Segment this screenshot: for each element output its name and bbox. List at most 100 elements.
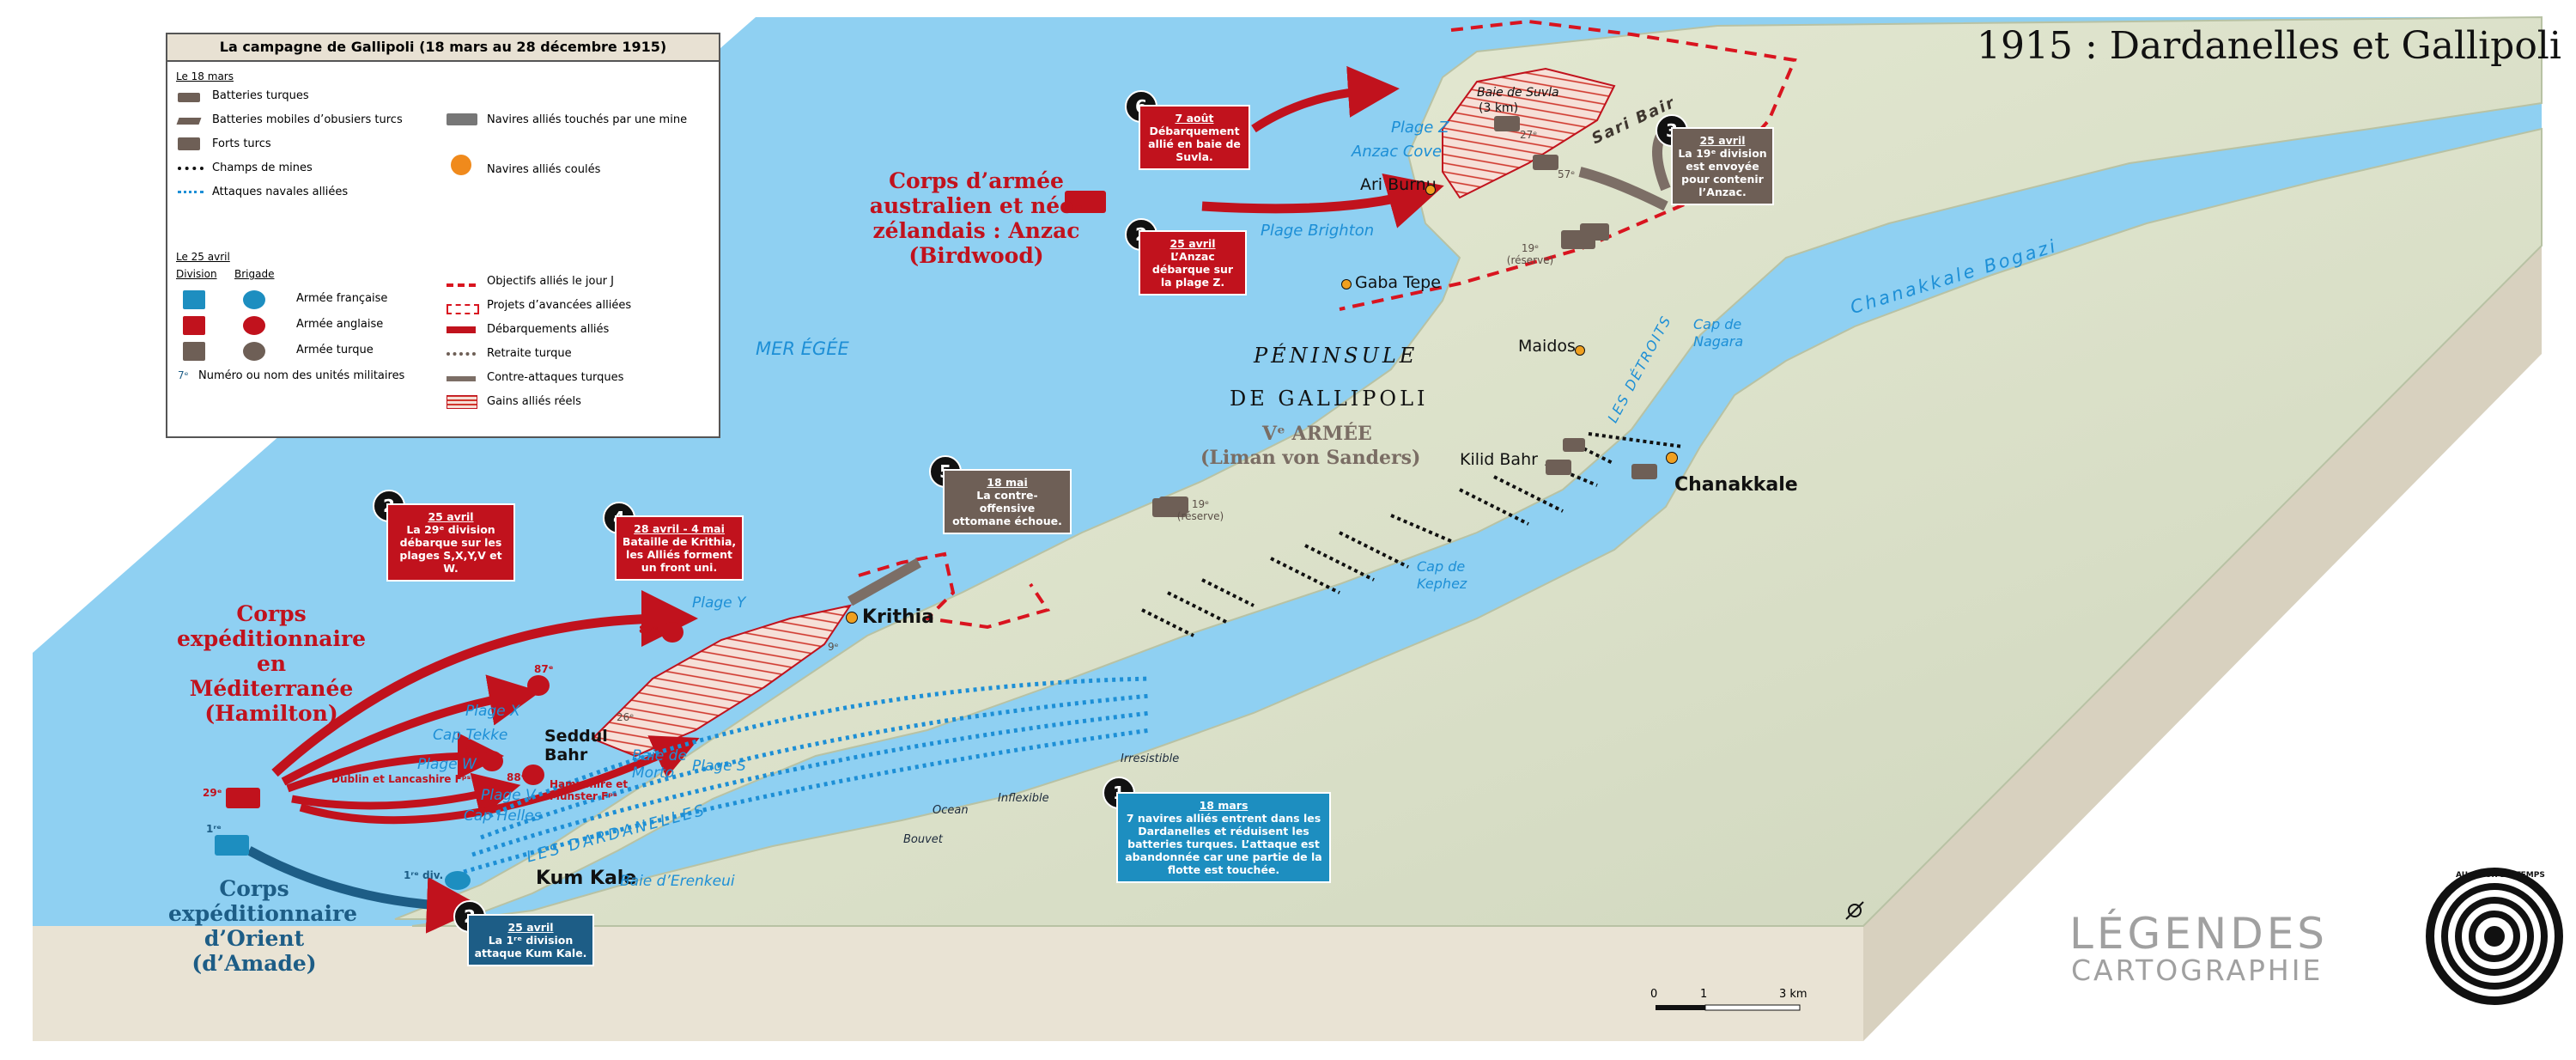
place-gaba-tepe: Gaba Tepe — [1355, 273, 1441, 292]
coast-plage-z: Plage Z — [1391, 119, 1449, 137]
brigade-87-token-a — [661, 622, 683, 643]
coast-plage-s: Plage S — [692, 758, 746, 775]
french-1st-div-token — [215, 835, 249, 856]
coast-plage-w: Plage W — [417, 756, 477, 773]
unit-label-27: 27ᵉ — [1520, 129, 1538, 141]
corps-amade: Corps expéditionnaire d’Orient (d’Amade) — [168, 876, 358, 976]
liman-von-sanders-label: (Liman von Sanders) — [1200, 447, 1421, 469]
event-box-2-29e: 25 avril La 29ᵉ division débarque sur le… — [386, 503, 515, 582]
coast-baie-de-morto: Baie de Morto — [632, 747, 687, 782]
coast-anzac-cove: Anzac Cove — [1352, 143, 1443, 161]
naval-attack-icon — [178, 191, 204, 193]
event-text: L’Anzac débarque sur la plage Z. — [1151, 250, 1234, 289]
event-text: La 19ᵉ division est envoyée pour conteni… — [1678, 147, 1767, 198]
turkish-counterattack-anzac — [1578, 167, 1668, 211]
landing-arrow-s — [299, 735, 700, 825]
turkish-brigade-icon — [243, 342, 265, 361]
landing-arrow-suvla — [1251, 65, 1400, 133]
event-box-3: 25 avril La 19ᵉ division est envoyée pou… — [1671, 127, 1774, 205]
minefield-icon — [178, 167, 204, 170]
event-date: 25 avril — [1699, 134, 1746, 147]
gallipoli-peninsula — [394, 15, 2543, 920]
legend-col-division: Division — [176, 268, 217, 280]
unit-label-9: 9ᵉ — [828, 641, 839, 653]
coast-plage-y: Plage Y — [692, 594, 746, 612]
place-krithia: Krithia — [862, 606, 935, 628]
coast-cap-de-nagara: Cap de Nagara — [1693, 316, 1744, 350]
turkish-retreat-icon — [447, 352, 476, 356]
legend-item: Gains alliés réels — [487, 395, 581, 408]
unit-label-hampshire: Hampshire et Munster Fᵖˢ — [550, 778, 629, 802]
ship-sunk-icon — [451, 155, 471, 175]
turkish-19-token-north — [1561, 230, 1595, 249]
coast-cap-tekke: Cap Tekke — [433, 727, 508, 744]
fifth-army-label: Vᵉ ARMÉE — [1262, 423, 1372, 445]
anzac-division-token — [1065, 191, 1106, 213]
scale-one: 1 — [1700, 988, 1708, 1001]
event-date: 7 août — [1175, 112, 1214, 125]
unit-label-88: 88ᵉ — [507, 771, 526, 783]
coast-plage-brighton: Plage Brighton — [1261, 222, 1375, 240]
landing-arrow-anzac — [1201, 174, 1444, 228]
landing-arrow-y — [271, 590, 698, 777]
event-box-4: 28 avril - 4 mai Bataille de Krithia, le… — [615, 515, 744, 581]
ship-irresistible: Irresistible — [1121, 752, 1180, 765]
event-box-2-anzac: 25 avril L’Anzac débarque sur la plage Z… — [1139, 230, 1247, 295]
ship-mine-icon — [447, 113, 477, 125]
legend-title: La campagne de Gallipoli (18 mars au 28 … — [167, 34, 719, 62]
compass-rose — [1845, 901, 1864, 920]
coast-plage-x: Plage X — [465, 703, 520, 720]
town-dot-krithia — [846, 612, 858, 624]
legend-item: Débarquements alliés — [487, 323, 610, 336]
legend-item: Projets d’avancées alliées — [487, 299, 632, 312]
division-29-token — [226, 788, 260, 808]
unit-label-19-north: 19ᵉ (réserve) — [1506, 242, 1554, 266]
turkish-counterattack-krithia — [848, 557, 921, 606]
place-kum-kale: Kum Kale — [536, 868, 637, 889]
landing-arrow-x — [281, 674, 541, 786]
corps-hamilton: Corps expéditionnaire en Méditerranée (H… — [177, 601, 367, 726]
place-chanakkale: Chanakkale — [1674, 474, 1798, 496]
turkish-battery-icon — [178, 93, 200, 102]
british-brigade-icon — [243, 316, 265, 335]
town-dot-maidos — [1575, 345, 1585, 356]
legend-panel: La campagne de Gallipoli (18 mars au 28 … — [166, 33, 720, 438]
coast-plage-v: Plage V — [481, 787, 536, 804]
asian-shore — [411, 127, 2543, 927]
allied-objective-line-south — [858, 551, 1051, 630]
place-baie-suvla: Baie de Suvla — [1477, 86, 1559, 100]
town-dot-gaba-tepe — [1341, 279, 1352, 289]
legend-item: Objectifs alliés le jour J — [487, 275, 614, 288]
naval-attack-4 — [463, 728, 1151, 874]
event-text: 7 navires alliés entrent dans les Dardan… — [1125, 812, 1322, 876]
legend-item: Contre-attaques turques — [487, 371, 624, 384]
landing-arrow-v — [291, 772, 521, 819]
brand-seal — [2426, 868, 2563, 1005]
event-text: La 1ʳᵉ division attaque Kum Kale. — [474, 934, 587, 959]
coast-cap-de-kephez: Cap de Kephez — [1417, 558, 1467, 592]
brand-cartographie: CARTOGRAPHIE — [2071, 953, 2324, 987]
scale-bar — [1656, 1004, 1801, 1011]
legend-item: Batteries mobiles d’obusiers turcs — [212, 113, 403, 126]
unit-label-87-b: 87ᵉ — [534, 663, 554, 675]
scale-zero: 0 — [1650, 988, 1658, 1001]
unit-label-1-div: 1ʳᵉ div. — [404, 869, 444, 881]
scale-three: 3 km — [1779, 988, 1807, 1001]
event-box-5: 18 mai La contre-offensive ottomane écho… — [943, 469, 1072, 534]
event-box-6: 7 août Débarquement allié en baie de Suv… — [1139, 105, 1250, 170]
event-text: Bataille de Krithia, les Alliés forment … — [622, 535, 737, 574]
town-dot-chanakkale — [1666, 452, 1678, 464]
british-division-icon — [183, 316, 205, 335]
french-1st-div-brigade-token — [445, 871, 471, 890]
legend-item: Armée française — [296, 292, 388, 305]
block-right-side — [1863, 246, 2542, 1041]
event-date: 25 avril — [428, 510, 474, 523]
corps-anzac: Corps d’armée australien et néo-zélandai… — [869, 168, 1084, 268]
planned-advance-icon — [447, 304, 479, 314]
allied-gains-anzac — [1442, 67, 1616, 199]
allied-gains-icon — [447, 395, 477, 409]
event-box-2-kumkale: 25 avril La 1ʳᵉ division attaque Kum Kal… — [467, 914, 594, 966]
turkish-counterattack-icon — [447, 376, 476, 381]
event-text: Débarquement allié en baie de Suvla. — [1148, 125, 1241, 163]
naval-attack-1 — [488, 676, 1151, 819]
